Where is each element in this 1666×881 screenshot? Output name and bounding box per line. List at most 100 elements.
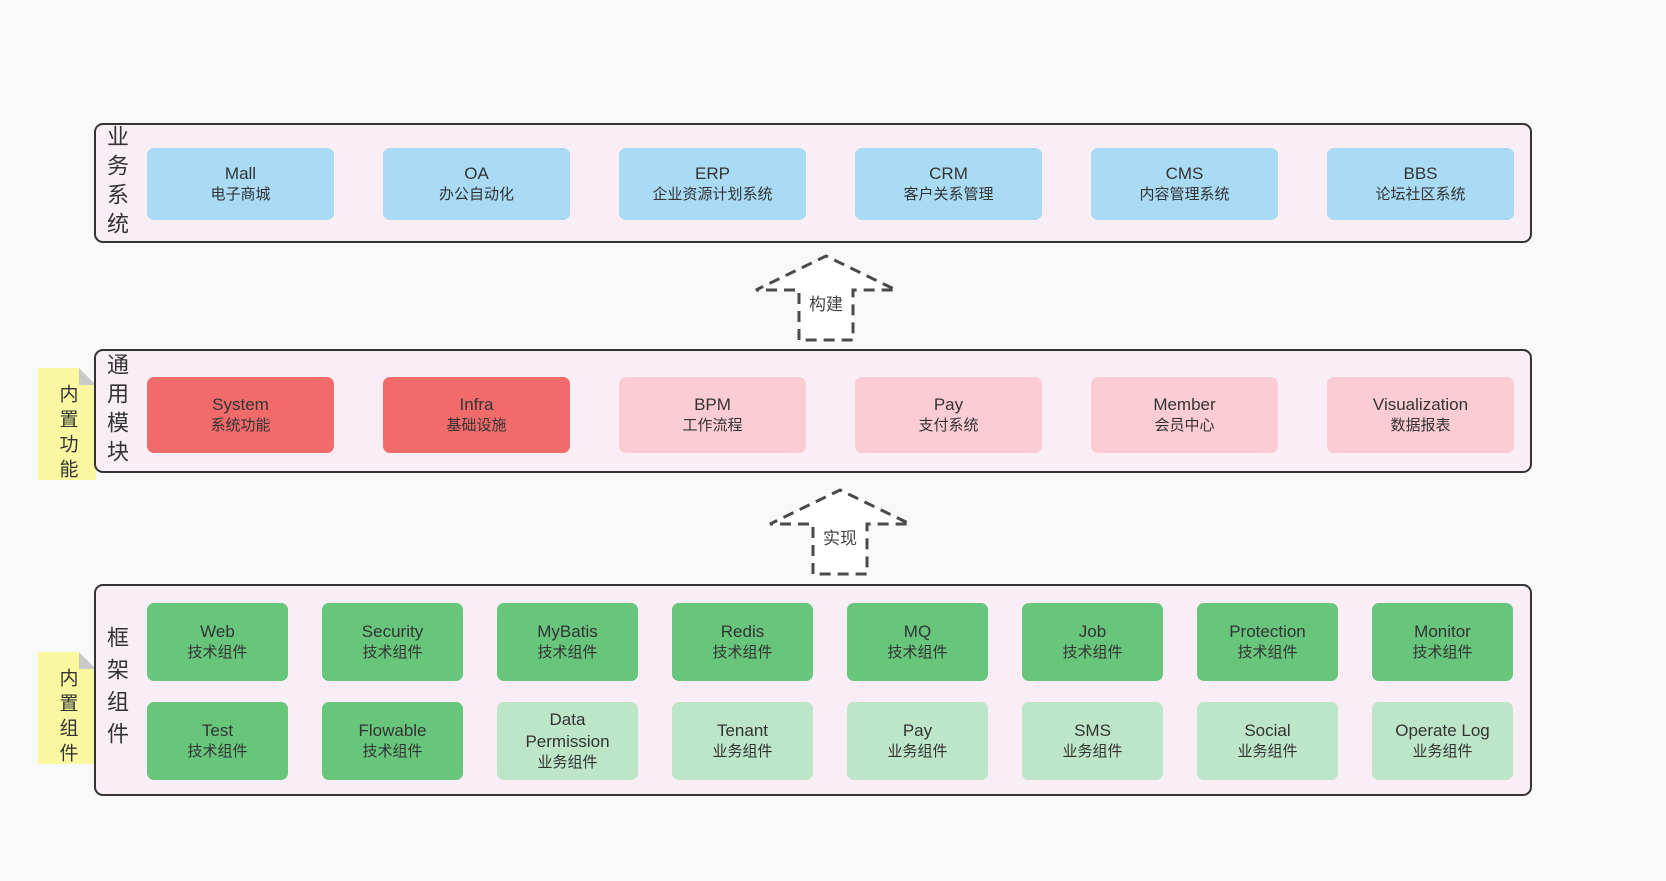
box-infra: Infra 基础设施 — [383, 377, 570, 453]
band-framework-components: 框架组件 Web 技术组件 Security 技术组件 MyBatis 技术组件… — [94, 584, 1532, 796]
arrow-implement-label: 实现 — [823, 529, 857, 548]
arrow-build-label: 构建 — [809, 295, 843, 314]
band-common-modules: 通用模块 System 系统功能 Infra 基础设施 BPM 工作流程 Pay… — [94, 349, 1532, 473]
arrow-implement: 实现 — [769, 488, 911, 576]
arrow-build: 构建 — [755, 254, 897, 342]
box-desc: 技术组件 — [1237, 644, 1298, 662]
box-title: Infra — [459, 395, 494, 415]
box-data-permission: Data Permission 业务组件 — [497, 702, 638, 780]
box-crm: CRM 客户关系管理 — [855, 148, 1042, 220]
box-desc: 技术组件 — [362, 644, 423, 662]
box-title: OA — [464, 164, 489, 184]
box-redis: Redis 技术组件 — [672, 603, 813, 681]
box-flowable: Flowable 技术组件 — [322, 702, 463, 780]
sticky-label: 内置功能 — [56, 384, 78, 484]
arrow-label-bg — [804, 291, 848, 317]
common-modules-row: System 系统功能 Infra 基础设施 BPM 工作流程 Pay 支付系统… — [147, 377, 1514, 453]
box-desc: 业务组件 — [1412, 743, 1473, 761]
sticky-note-builtin-features: 内置功能 — [38, 368, 96, 480]
box-desc: 系统功能 — [210, 417, 271, 435]
box-protection: Protection 技术组件 — [1197, 603, 1338, 681]
box-desc: 会员中心 — [1154, 417, 1215, 435]
box-system: System 系统功能 — [147, 377, 334, 453]
box-desc: 技术组件 — [887, 644, 948, 662]
box-desc: 工作流程 — [682, 417, 743, 435]
box-title: Job — [1078, 622, 1107, 642]
box-title: System — [212, 395, 269, 415]
box-desc: 业务组件 — [1062, 743, 1123, 761]
box-title: Social — [1244, 721, 1291, 741]
box-desc: 基础设施 — [446, 417, 507, 435]
box-security: Security 技术组件 — [322, 603, 463, 681]
box-bpm: BPM 工作流程 — [619, 377, 806, 453]
box-title: Operate Log — [1395, 721, 1490, 741]
box-title: Security — [361, 622, 424, 642]
sticky-note-builtin-components: 内置组件 — [38, 652, 96, 764]
box-desc: 支付系统 — [918, 417, 979, 435]
box-title: BPM — [694, 395, 731, 415]
box-mall: Mall 电子商城 — [147, 148, 334, 220]
framework-components-row-2: Test 技术组件 Flowable 技术组件 Data Permission … — [147, 702, 1513, 780]
box-title: Pay — [902, 721, 933, 741]
box-title: ERP — [695, 164, 730, 184]
box-title: Flowable — [358, 721, 427, 741]
box-title: Data Permission — [525, 710, 610, 752]
box-title: Web — [200, 622, 235, 642]
box-title: Redis — [720, 622, 765, 642]
sticky-label: 内置组件 — [56, 668, 78, 768]
business-systems-row: Mall 电子商城 OA 办公自动化 ERP 企业资源计划系统 CRM 客户关系… — [147, 148, 1514, 220]
box-desc: 技术组件 — [187, 644, 248, 662]
box-desc: 客户关系管理 — [903, 186, 994, 204]
band-business-systems: 业务系统 Mall 电子商城 OA 办公自动化 ERP 企业资源计划系统 CRM… — [94, 123, 1532, 243]
box-job: Job 技术组件 — [1022, 603, 1163, 681]
box-title: Monitor — [1414, 622, 1471, 642]
band-label-framework-components: 框架组件 — [104, 626, 129, 754]
box-title: MQ — [903, 622, 932, 642]
band-label-common-modules: 通用模块 — [104, 353, 129, 469]
box-desc: 业务组件 — [1237, 743, 1298, 761]
box-title: Mall — [224, 164, 257, 184]
arrow-label-bg — [818, 525, 862, 551]
box-pay-component: Pay 业务组件 — [847, 702, 988, 780]
box-title: BBS — [1403, 164, 1438, 184]
box-tenant: Tenant 业务组件 — [672, 702, 813, 780]
box-cms: CMS 内容管理系统 — [1091, 148, 1278, 220]
box-desc: 论坛社区系统 — [1375, 186, 1466, 204]
box-desc: 技术组件 — [712, 644, 773, 662]
box-title: Pay — [933, 395, 964, 415]
box-desc: 技术组件 — [1412, 644, 1473, 662]
band-label-business-systems: 业务系统 — [104, 125, 129, 241]
box-title: SMS — [1074, 721, 1111, 741]
box-title: CMS — [1165, 164, 1204, 184]
box-title: Member — [1153, 395, 1216, 415]
box-title: CRM — [929, 164, 968, 184]
box-title: Visualization — [1372, 395, 1469, 415]
box-title: Tenant — [716, 721, 769, 741]
box-monitor: Monitor 技术组件 — [1372, 603, 1513, 681]
box-desc: 技术组件 — [1062, 644, 1123, 662]
framework-components-row-1: Web 技术组件 Security 技术组件 MyBatis 技术组件 Redi… — [147, 603, 1513, 681]
box-desc: 电子商城 — [210, 186, 271, 204]
box-mybatis: MyBatis 技术组件 — [497, 603, 638, 681]
box-desc: 技术组件 — [537, 644, 598, 662]
box-desc: 数据报表 — [1390, 417, 1451, 435]
box-test: Test 技术组件 — [147, 702, 288, 780]
box-sms: SMS 业务组件 — [1022, 702, 1163, 780]
box-member: Member 会员中心 — [1091, 377, 1278, 453]
box-desc: 技术组件 — [187, 743, 248, 761]
box-desc: 内容管理系统 — [1139, 186, 1230, 204]
box-visualization: Visualization 数据报表 — [1327, 377, 1514, 453]
box-desc: 业务组件 — [537, 754, 598, 772]
box-mq: MQ 技术组件 — [847, 603, 988, 681]
box-desc: 技术组件 — [362, 743, 423, 761]
box-desc: 办公自动化 — [438, 186, 514, 204]
box-desc: 业务组件 — [712, 743, 773, 761]
box-title: Protection — [1229, 622, 1306, 642]
box-web: Web 技术组件 — [147, 603, 288, 681]
box-bbs: BBS 论坛社区系统 — [1327, 148, 1514, 220]
box-oa: OA 办公自动化 — [383, 148, 570, 220]
box-desc: 企业资源计划系统 — [652, 186, 773, 204]
box-title: Test — [201, 721, 234, 741]
box-operate-log: Operate Log 业务组件 — [1372, 702, 1513, 780]
